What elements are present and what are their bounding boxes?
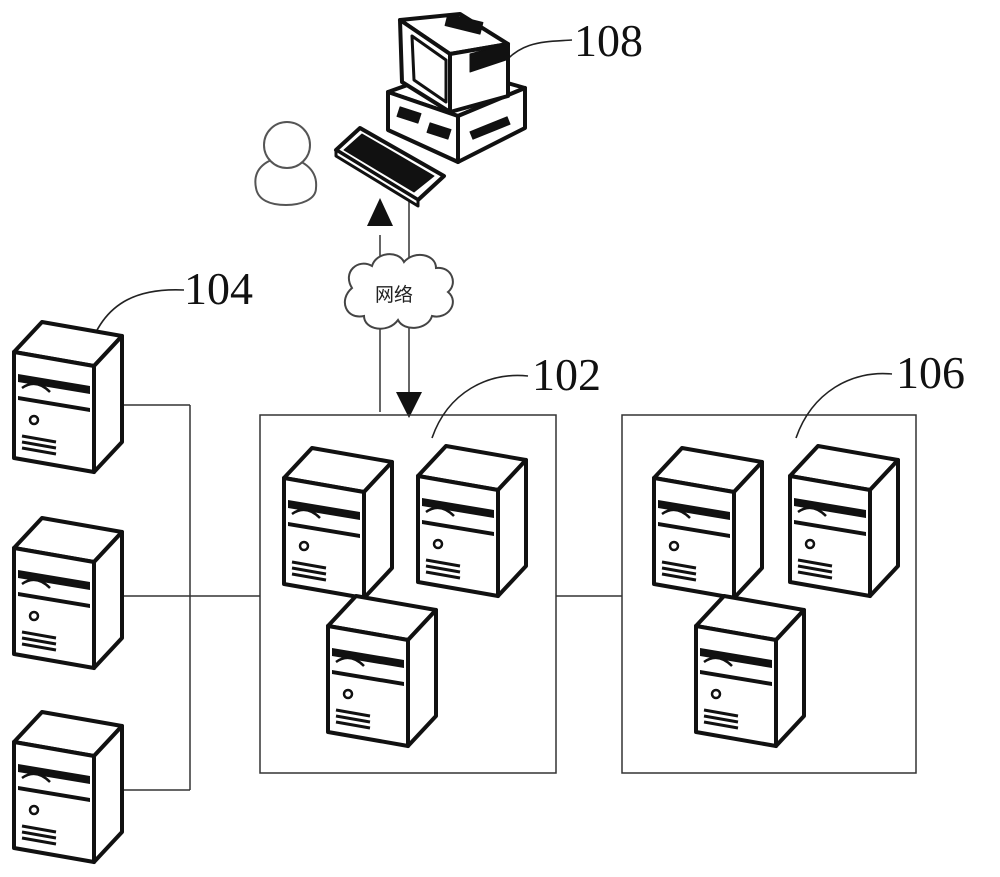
arrow-up-icon (367, 198, 393, 226)
network-label: 网络 (375, 284, 414, 306)
server-icon (12, 710, 124, 864)
computer-icon (386, 12, 527, 164)
leader-108 (499, 39, 573, 69)
server-icon (326, 594, 438, 748)
server-icon (694, 594, 806, 748)
arrow-down-icon (396, 392, 422, 418)
server-icon (12, 320, 124, 474)
backup-cluster-box (621, 414, 917, 774)
server-icon (788, 444, 900, 598)
user-icon (254, 121, 318, 207)
leader-106 (795, 372, 893, 439)
label-terminal: 108 (574, 15, 643, 66)
label-backup-cluster: 106 (896, 347, 965, 398)
main-cluster-box (259, 414, 557, 774)
cloud-icon (343, 253, 454, 330)
label-main-cluster: 102 (532, 349, 601, 400)
server-icon (282, 446, 394, 600)
leader-102 (431, 374, 529, 439)
label-storage-servers: 104 (184, 263, 253, 314)
server-icon (652, 446, 764, 600)
server-icon (416, 444, 528, 598)
server-icon (12, 516, 124, 670)
keyboard-icon (334, 126, 446, 208)
